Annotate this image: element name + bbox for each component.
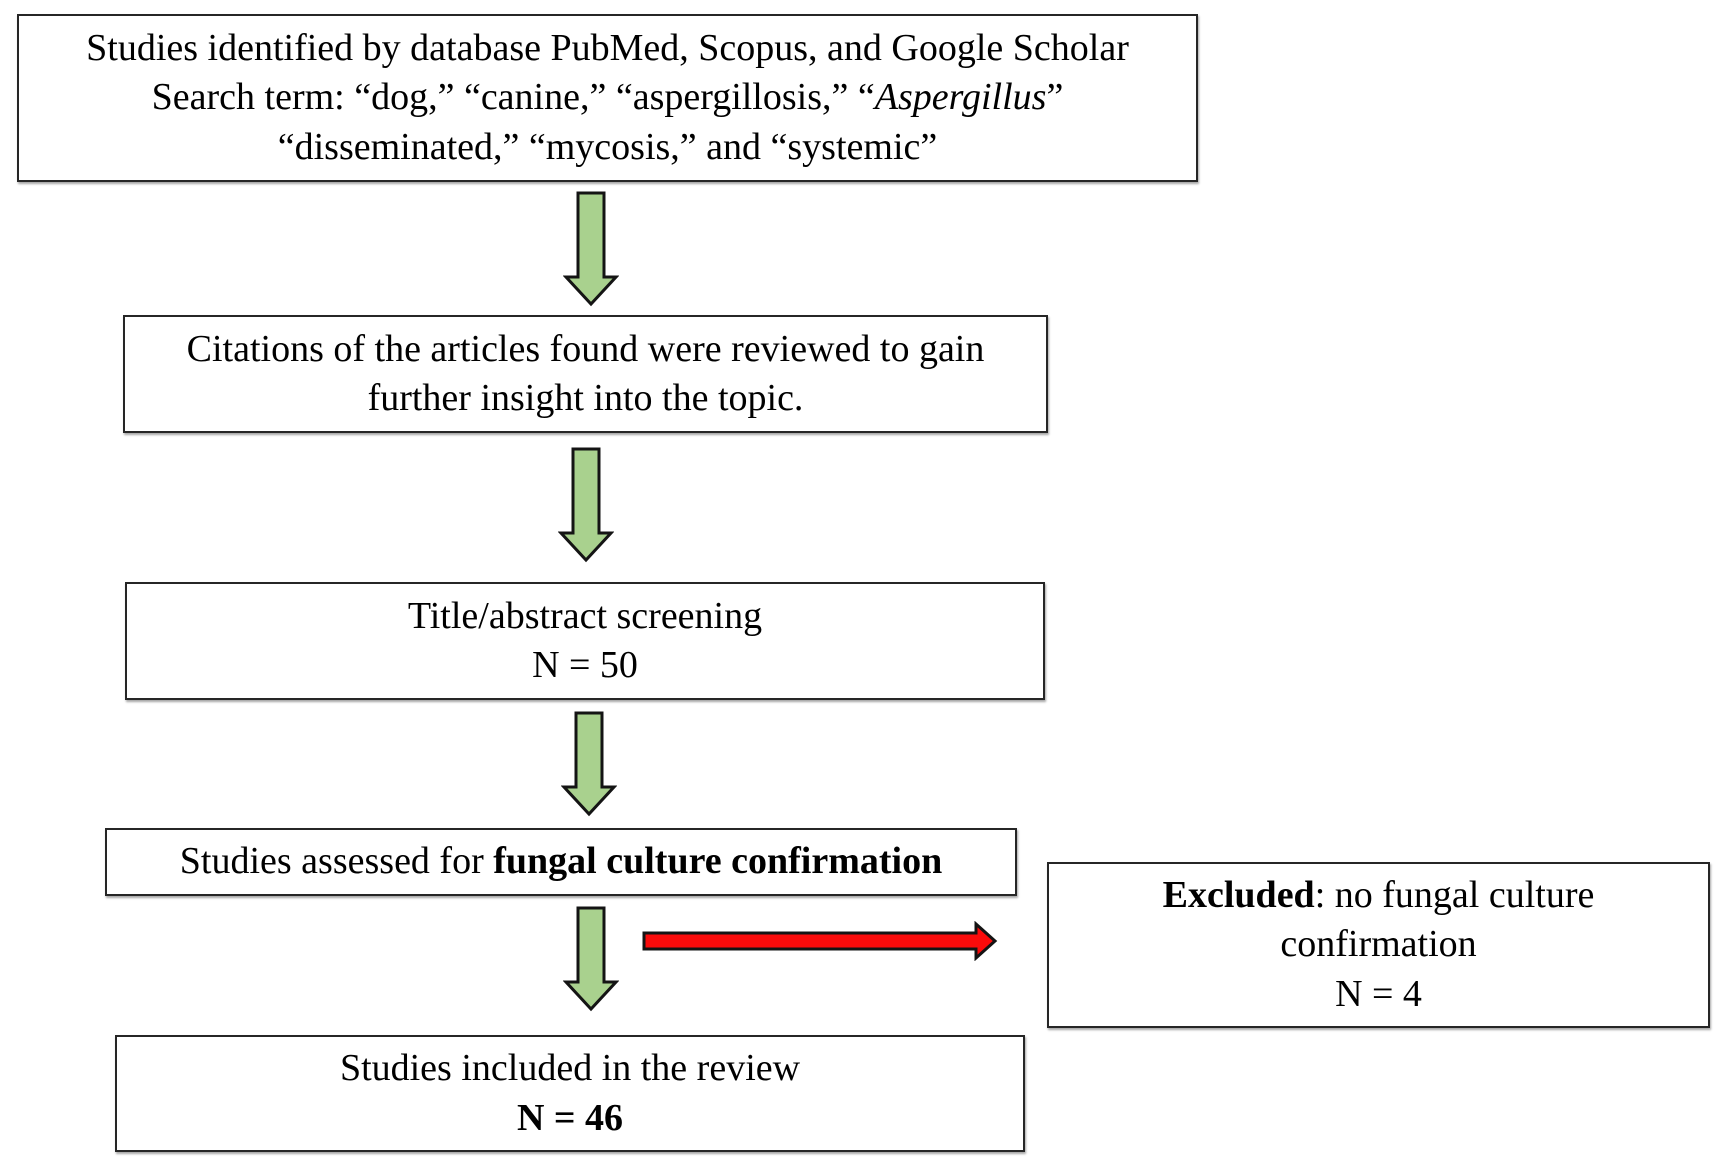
excluded-line-1: Excluded: no fungal culture (1163, 871, 1595, 920)
down-arrow-icon (563, 191, 619, 307)
citations-box: Citations of the articles found were rev… (123, 315, 1048, 433)
down-arrow-icon (558, 447, 614, 563)
down-arrow-icon (561, 711, 617, 817)
identification-line-1: Studies identified by database PubMed, S… (86, 26, 1129, 69)
excluded-count: N = 4 (1335, 972, 1422, 1015)
closing-quote-text: ” (1046, 76, 1064, 119)
identification-box: Studies identified by database PubMed, S… (17, 14, 1198, 182)
right-arrow-shape (642, 921, 998, 961)
included-line-1: Studies included in the review (339, 1047, 801, 1090)
excluded-bold-text: Excluded (1162, 873, 1315, 916)
excluded-reason-text: : no fungal culture (1314, 873, 1595, 916)
right-arrow-icon (642, 921, 998, 961)
screening-line-1: Title/abstract screening (407, 594, 763, 637)
search-terms-text: Search term: “dog,” “canine,” “aspergill… (151, 76, 875, 119)
assessment-line: Studies assessed for fungal culture conf… (180, 837, 942, 886)
assessment-prefix-text: Studies assessed for (179, 840, 494, 883)
screening-count: N = 50 (532, 644, 638, 686)
down-arrow-shape (563, 906, 619, 1012)
identification-line-3: “disseminated,” “mycosis,” and “systemic… (277, 125, 938, 168)
assessment-bold-text: fungal culture confirmation (493, 840, 943, 883)
citations-line-1: Citations of the articles found were rev… (186, 327, 985, 370)
down-arrow-shape (563, 191, 619, 307)
excluded-box: Excluded: no fungal culture confirmation… (1047, 862, 1710, 1028)
citations-line-2: further insight into the topic. (367, 377, 804, 419)
included-box: Studies included in the review N = 46 (115, 1035, 1025, 1152)
included-count: N = 46 (516, 1096, 624, 1139)
excluded-line-2: confirmation (1280, 923, 1477, 966)
assessment-box: Studies assessed for fungal culture conf… (105, 828, 1017, 896)
identification-line-2: Search term: “dog,” “canine,” “aspergill… (152, 73, 1064, 122)
screening-box: Title/abstract screening N = 50 (125, 582, 1045, 700)
down-arrow-shape (561, 711, 617, 817)
down-arrow-icon (563, 906, 619, 1012)
aspergillus-italic-text: Aspergillus (874, 76, 1047, 119)
down-arrow-shape (558, 447, 614, 563)
